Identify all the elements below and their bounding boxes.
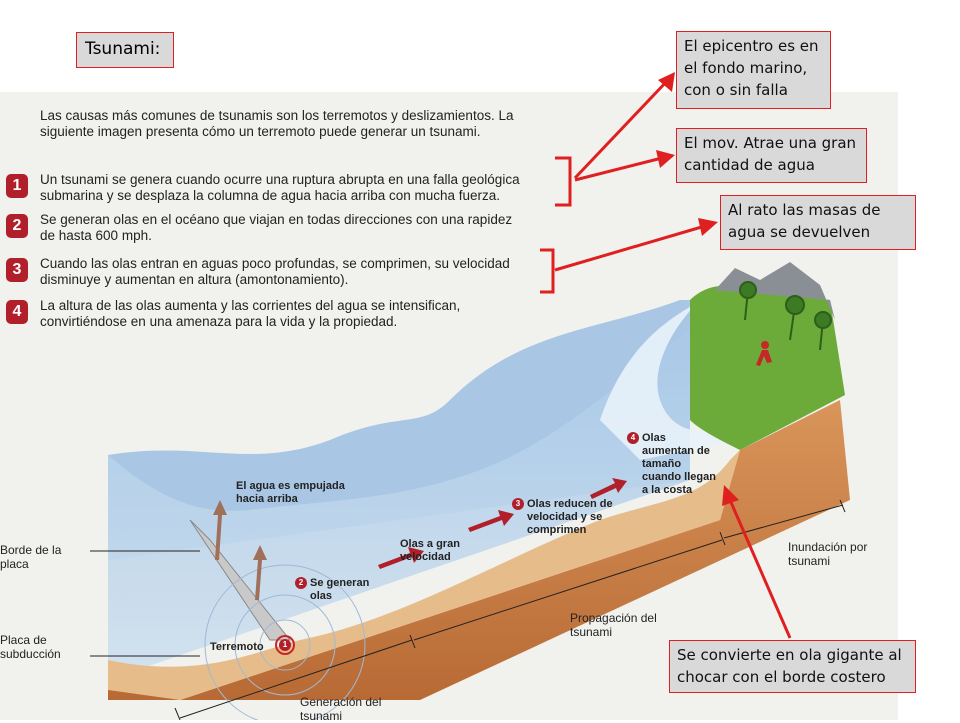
step-text: Cuando las olas entran en aguas poco pro…: [40, 256, 510, 287]
step-text: La altura de las olas aumenta y las corr…: [40, 298, 461, 329]
upward-arrows: [213, 500, 267, 600]
big-wave: [600, 300, 740, 460]
step-1: 1 Un tsunami se genera cuando ocurre una…: [6, 172, 566, 208]
seafloor: [108, 450, 740, 700]
mountain: [715, 262, 835, 320]
phase-brackets: [174, 499, 846, 720]
callout-epicentro: El epicentro es en el fondo marino, con …: [676, 31, 831, 109]
callout-movimiento: El mov. Atrae una gran cantidad de agua: [676, 128, 867, 183]
earthquake-center: [275, 635, 295, 655]
label-text: Olas reducen de velocidad y se comprimen: [527, 498, 613, 536]
callout-rato: Al rato las masas de agua se devuelven: [720, 195, 916, 250]
mini-badge: 4: [627, 432, 639, 445]
earth-front: [108, 400, 850, 700]
label-generacion: Generación del tsunami: [300, 695, 382, 723]
step-badge: 1: [6, 174, 28, 198]
running-person: [756, 341, 772, 366]
brace-step3: [540, 248, 555, 294]
step-4: 4 La altura de las olas aumenta y las co…: [6, 298, 566, 334]
step-badge: 2: [6, 214, 28, 238]
label-propagacion: Propagación del tsunami: [570, 611, 657, 639]
callout-arrows: [554, 72, 792, 639]
earthquake-rings: [204, 564, 366, 720]
label-borde-placa: Borde de la placa: [0, 543, 62, 571]
brace-step1: [555, 156, 572, 207]
propagation-arrows: [378, 478, 627, 569]
label-olas-gran-velocidad: Olas a gran velocidad: [400, 538, 460, 563]
label-terremoto: Terremoto: [210, 641, 264, 654]
step-badge: 3: [6, 258, 28, 282]
page-title: Tsunami:: [76, 32, 174, 68]
label-text: Olas aumentan de tamaño cuando llegan a …: [642, 432, 716, 496]
step-text: Un tsunami se genera cuando ocurre una r…: [40, 172, 520, 203]
label-text: Se generan olas: [310, 577, 370, 602]
terremoto-badge: 1: [279, 639, 291, 651]
label-agua-empujada: El agua es empujada hacia arriba: [236, 480, 345, 505]
land: [690, 285, 845, 450]
mini-badge: 2: [295, 577, 307, 590]
step-3: 3 Cuando las olas entran en aguas poco p…: [6, 256, 566, 292]
label-text: Terremoto: [210, 641, 264, 653]
palm-trees: [739, 281, 832, 351]
step-badge: 4: [6, 300, 28, 324]
intro-text: Las causas más comunes de tsunamis son l…: [40, 108, 514, 139]
label-placa-subduccion: Placa de subducción: [0, 633, 61, 661]
step-text: Se generan olas en el océano que viajan …: [40, 212, 513, 243]
sea-body: [108, 330, 690, 680]
mini-badge: 3: [512, 498, 524, 511]
label-inundacion: Inundación por tsunami: [788, 540, 868, 568]
step-2: 2 Se generan olas en el océano que viaja…: [6, 212, 566, 248]
plate-edge: [189, 519, 292, 641]
callout-gigante: Se convierte en ola gigante al chocar co…: [669, 640, 916, 693]
